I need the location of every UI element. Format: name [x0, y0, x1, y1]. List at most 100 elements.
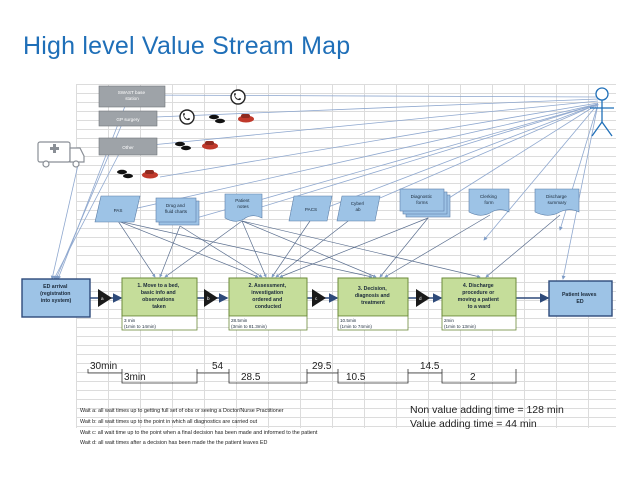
doc-pas: PAS — [94, 195, 141, 223]
svg-text:28.5min (3min to 81.3min: 28.5min (3min to 81.3min) — [231, 318, 267, 329]
wait-note: Wait a: all wait times up to getting ful… — [80, 408, 284, 414]
arrival-label: (registration — [40, 291, 70, 297]
step-label: treatment — [361, 300, 385, 306]
svg-text:Drug and fluid charts: Drug and fluid charts — [165, 203, 188, 214]
source-label: Other — [122, 145, 134, 150]
timeline-wait-value: 29.5 — [312, 361, 332, 372]
footsteps-icon — [209, 114, 225, 124]
page-title: High level Value Stream Map — [23, 32, 351, 60]
doc-label: notes — [237, 204, 249, 209]
doc-pacs: PACS — [288, 195, 333, 222]
arrival-label: ED arrival — [43, 284, 68, 290]
doc-discharge-summary: Discharge summary — [534, 188, 580, 216]
doc-label: Drug and — [166, 203, 185, 208]
doc-label: PAS — [114, 208, 123, 213]
step-label: diagnosis and — [355, 293, 390, 299]
svg-text:Clerking form: Clerking form — [480, 194, 498, 205]
wait-note: Wait d: all wait times after a decision … — [80, 440, 267, 446]
step-label: 2. Assessment, — [248, 283, 286, 289]
leaves-label: Patient leaves — [562, 292, 597, 298]
svg-text:Patient leaves ED: Patient leaves ED — [562, 292, 598, 305]
step-time: 3 min — [124, 318, 136, 323]
timeline-process-value: 2 — [470, 372, 476, 383]
doc-patient-notes: Patient notes — [224, 193, 263, 222]
timeline-process-value: 3min — [124, 372, 146, 383]
step-time: 28.5min — [231, 318, 248, 323]
svg-text:Cyberl ab: Cyberl ab — [351, 201, 366, 212]
footsteps-icon — [175, 141, 191, 151]
doc-label: PACS — [305, 207, 317, 212]
source-swast: SWAST base station — [98, 85, 166, 108]
doc-label: form — [484, 200, 493, 205]
svg-text:1. Move to a bed, basic: 1. Move to a bed, basic info and observa… — [137, 283, 180, 310]
value-adding-time: Value adding time = 44 min — [410, 418, 537, 430]
wait-triangle-c: c — [312, 289, 326, 307]
timeline-wait-value: 54 — [212, 361, 224, 372]
doc-label: ab — [355, 207, 361, 212]
step-time: (3min to 81.3min) — [231, 324, 267, 329]
timeline-wait-values: 30min 54 29.5 14.5 — [90, 361, 440, 372]
svg-text:Patient notes: Patient notes — [235, 198, 251, 209]
process-step-4: 4. Discharge procedure or moving a patie… — [441, 277, 517, 331]
step-label: investigation — [251, 290, 283, 296]
svg-text:ED arrival (registration: ED arrival (registration into system) — [40, 284, 72, 304]
svg-text:2. Assessment, investiga: 2. Assessment, investigation ordered and… — [248, 283, 287, 310]
source-label: station — [125, 96, 139, 101]
svg-text:2min (1min to 13min): 2min (1min to 13min) — [444, 318, 476, 329]
svg-text:Discharge summary: Discharge summary — [546, 194, 568, 205]
step-time: (1min to 13min) — [444, 324, 476, 329]
step-label: taken — [152, 304, 166, 310]
leaves-label: ED — [576, 299, 583, 305]
doc-label: summary — [548, 200, 568, 205]
step-time: (1min to 14min) — [124, 324, 156, 329]
svg-text:4. Discharge procedure o: 4. Discharge procedure or moving a patie… — [458, 283, 501, 310]
wait-note: Wait b: all wait times up to the point i… — [80, 419, 258, 425]
step-label: 3. Decision, — [358, 286, 387, 292]
wait-triangle-d: d — [416, 289, 430, 307]
doc-label: Cyberl — [351, 201, 364, 206]
timeline-wait-value: 30min — [90, 361, 117, 372]
phone-icon — [230, 89, 246, 105]
step-label: ordered and — [252, 297, 282, 303]
doc-drug-fluid-charts: Drug and fluid charts — [155, 197, 200, 226]
footsteps-icon — [117, 169, 133, 179]
time-summary: Non value adding time = 128 min Value ad… — [410, 404, 564, 430]
doc-label: Patient — [235, 198, 250, 203]
step-label: conducted — [255, 304, 281, 310]
step-time: 2min — [444, 318, 454, 323]
arrival-label: into system) — [41, 298, 72, 304]
timeline-wait-value: 14.5 — [420, 361, 440, 372]
timeline-process-value: 28.5 — [241, 372, 261, 383]
spreadsheet-background — [76, 84, 616, 428]
doc-clerking-form: Clerking form — [468, 188, 510, 216]
car-icon — [142, 170, 158, 179]
timeline-ladder — [87, 369, 517, 384]
ed-arrival-box: ED arrival (registration into system) — [21, 278, 91, 318]
svg-text:3 min (1min to 14min): 3 min (1min to 14min) — [124, 318, 156, 329]
svg-text:10.5min (1min to 74min): 10.5min (1min to 74min) — [340, 318, 372, 329]
doc-cyberlab: Cyberl ab — [336, 195, 381, 222]
step-time: (1min to 74min) — [340, 324, 372, 329]
svg-text:SWAST base station: SWAST base station — [118, 90, 147, 101]
doc-label: fluid charts — [165, 209, 188, 214]
ambulance-icon — [37, 141, 85, 168]
wait-notes: Wait a: all wait times up to getting ful… — [80, 408, 318, 446]
non-value-adding-time: Non value adding time = 128 min — [410, 404, 564, 416]
step-label: basic info and — [141, 290, 176, 296]
process-step-2: 2. Assessment, investigation ordered and… — [228, 277, 308, 331]
step-label: to a ward — [468, 304, 491, 310]
step-label: 4. Discharge — [463, 283, 494, 289]
doc-label: Discharge — [546, 194, 567, 199]
wait-note: Wait c: all wait time up to the point wh… — [80, 430, 318, 436]
patient-figure-icon — [590, 87, 614, 137]
patient-leaves-box: Patient leaves ED — [548, 280, 613, 317]
wait-label: d — [419, 296, 422, 301]
doc-label: Clerking — [480, 194, 497, 199]
step-label: observations — [142, 297, 174, 303]
phone-icon — [179, 109, 195, 125]
process-step-3: 3. Decision, diagnosis and treatment 10.… — [337, 277, 409, 331]
source-label: GP surgery — [116, 117, 140, 122]
wait-label: c — [315, 296, 318, 301]
step-label: procedure or — [462, 290, 494, 296]
wait-label: a — [101, 296, 104, 301]
